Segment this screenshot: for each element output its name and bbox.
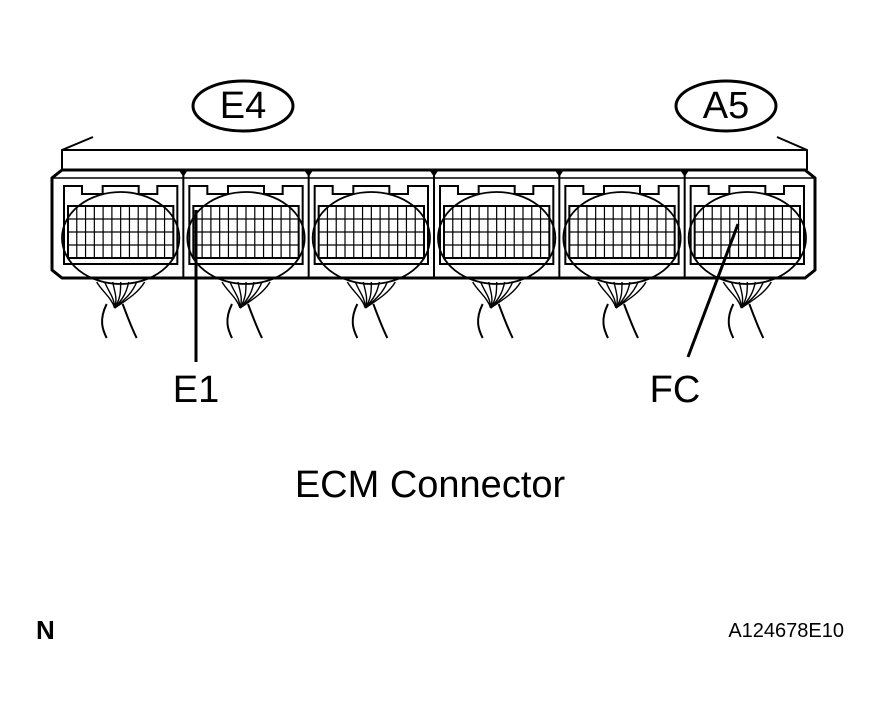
wire-strand — [104, 281, 116, 309]
wire-bundle-left — [101, 303, 108, 339]
wire-bundle-left — [351, 303, 359, 339]
wire-bundle-right — [497, 303, 514, 339]
fc-leader-line — [686, 223, 740, 358]
wire-strand — [740, 281, 772, 309]
wire-bundle-left — [226, 303, 233, 339]
corner-letter: N — [36, 615, 55, 645]
wire-bundle-right — [748, 303, 765, 339]
fc-pin-label: FC — [649, 369, 701, 411]
wire-bundle-right — [623, 303, 639, 339]
wire-strand — [96, 281, 116, 309]
divider-notch — [429, 169, 439, 177]
wire-strand — [229, 281, 241, 309]
wire-bundle-left — [602, 303, 609, 339]
figure-id: A124678E10 — [728, 620, 844, 642]
e1-pin-label: E1 — [172, 369, 220, 411]
wire-strand — [114, 281, 146, 309]
wire-bundle-left — [727, 303, 735, 339]
divider-notch — [554, 169, 564, 177]
wire-strand — [472, 281, 492, 309]
wire-strand — [346, 281, 367, 309]
wire-bundle-right — [121, 303, 138, 339]
wire-strand — [597, 281, 617, 309]
wire-strand — [239, 281, 271, 309]
wire-strand — [364, 281, 396, 309]
e4-connector-label: E4 — [219, 85, 267, 127]
a5-oval — [674, 79, 778, 133]
wire-bundle-right — [372, 303, 389, 339]
wire-strand — [730, 281, 743, 309]
divider-notch — [178, 169, 188, 177]
divider-notch — [304, 169, 314, 177]
wire-strand — [722, 281, 743, 309]
wire-strand — [480, 281, 492, 309]
wire-bundle-left — [477, 303, 484, 339]
a5-connector-label: A5 — [702, 85, 750, 127]
connector-modules — [61, 169, 807, 339]
wire-strand — [605, 281, 617, 309]
divider-notch — [680, 169, 690, 177]
e4-bracket — [61, 136, 94, 170]
wire-strand — [615, 281, 647, 309]
diagram-caption: ECM Connector — [294, 464, 566, 506]
wire-strand — [221, 281, 241, 309]
wire-strand — [354, 281, 367, 309]
e4-oval — [191, 79, 295, 133]
wire-strand — [490, 281, 522, 309]
wire-bundle-right — [247, 303, 263, 339]
a5-bracket — [776, 136, 808, 170]
